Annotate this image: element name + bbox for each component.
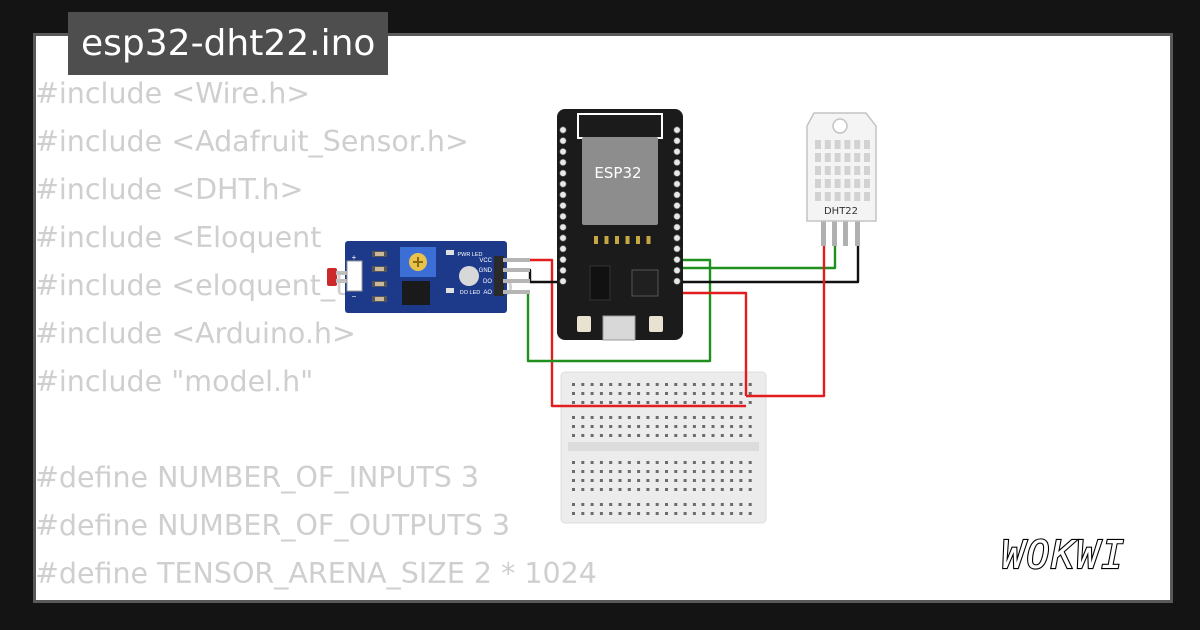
code-line-7: #include "model.h" [35, 365, 314, 398]
ldr-vcc-label: VCC [479, 258, 492, 264]
code-line-6: #include <Arduino.h> [35, 317, 356, 350]
wire-dht-gnd [678, 246, 860, 284]
code-line-9: #define NUMBER_OF_INPUTS 3 [35, 461, 480, 494]
ldr-plus: + [352, 253, 357, 262]
project-title: esp32-dht22.ino [68, 12, 389, 75]
ldr-module: + − PWR LED DO LED VCC GND DO AO [327, 241, 530, 313]
ldr-pwr-led-label: PWR LED [457, 252, 482, 258]
wokwi-logo: WOKWI [1001, 532, 1126, 578]
ldr-minus: − [352, 292, 357, 301]
wokwi-logo-text: WOKWI [1002, 533, 1126, 577]
dht22-sensor: DHT22 [806, 112, 877, 246]
esp32-board: ESP32 [557, 109, 683, 341]
wire-dht-vcc [746, 246, 826, 398]
code-line-1: #include <Wire.h> [35, 77, 311, 110]
ldr-ao-label: AO [483, 290, 492, 296]
ldr-do-led-label: DO LED [460, 290, 481, 296]
code-line-2: #include <Adafruit_Sensor.h> [35, 125, 469, 158]
code-line-11: #define TENSOR_ARENA_SIZE 2 * 1024 [35, 557, 597, 590]
dht22-label: DHT22 [824, 206, 858, 217]
code-line-4: #include <Eloquent [35, 221, 322, 254]
code-background: #include <Wire.h> #include <Adafruit_Sen… [35, 70, 597, 598]
wire-dht-data [680, 246, 837, 270]
code-line-10: #define NUMBER_OF_OUTPUTS 3 [35, 509, 511, 542]
esp32-label: ESP32 [594, 164, 641, 182]
breadboard [560, 371, 767, 524]
ldr-do-label: DO [483, 279, 492, 285]
wire-esp-3v3 [680, 291, 748, 396]
ldr-gnd-label: GND [479, 268, 493, 274]
code-line-3: #include <DHT.h> [35, 173, 304, 206]
